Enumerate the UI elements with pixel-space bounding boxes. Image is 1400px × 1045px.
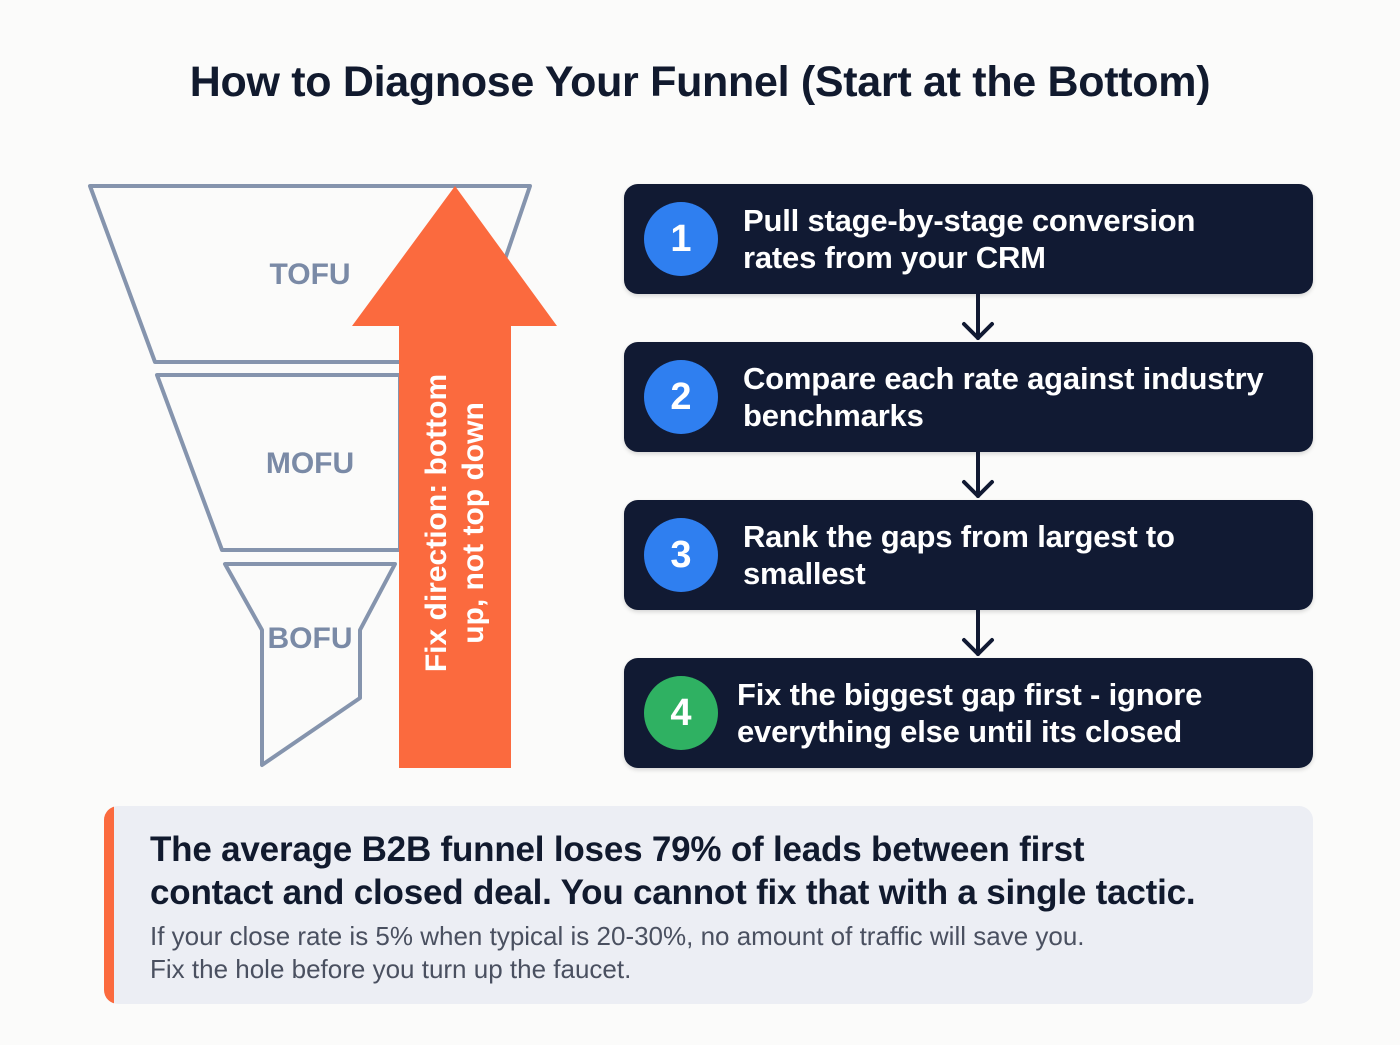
step-text: Compare each rate against industry bench… xyxy=(743,360,1293,434)
step-text-line: Fix the biggest gap first - ignore xyxy=(737,677,1203,712)
step-card-4: 4 Fix the biggest gap first - ignore eve… xyxy=(624,658,1313,768)
insight-callout: The average B2B funnel loses 79% of lead… xyxy=(104,806,1313,1004)
arrow-down-icon xyxy=(962,452,994,498)
fix-direction-label: Fix direction: bottom up, not top down xyxy=(418,374,492,672)
step-text-line: Pull stage-by-stage conversion xyxy=(743,203,1196,238)
arrow-up-icon xyxy=(352,186,557,768)
page-title: How to Diagnose Your Funnel (Start at th… xyxy=(189,58,1211,106)
step-text-line: everything else until its closed xyxy=(737,714,1182,749)
funnel-label-mofu: MOFU xyxy=(265,447,355,480)
fix-direction-line1: Fix direction: bottom xyxy=(420,373,453,673)
callout-headline: The average B2B funnel loses 79% of lead… xyxy=(150,828,1293,914)
funnel-stage-bofu-shape xyxy=(223,562,397,767)
step-card-3: 3 Rank the gaps from largest to smallest xyxy=(624,500,1313,610)
callout-subtext-line: Fix the hole before you turn up the fauc… xyxy=(150,954,632,984)
step-card-2: 2 Compare each rate against industry ben… xyxy=(624,342,1313,452)
step-text-line: Rank the gaps from largest to xyxy=(743,519,1175,554)
callout-headline-line: contact and closed deal. You cannot fix … xyxy=(150,873,1196,912)
fix-direction-line2: up, not top down xyxy=(457,402,490,644)
funnel-label-bofu: BOFU xyxy=(267,622,353,655)
arrow-down-icon xyxy=(962,610,994,656)
callout-accent-bar xyxy=(104,806,114,1004)
step-card-1: 1 Pull stage-by-stage conversion rates f… xyxy=(624,184,1313,294)
step-number-badge: 4 xyxy=(644,676,718,750)
arrow-down-icon xyxy=(962,294,994,340)
step-text-line: Compare each rate against industry xyxy=(743,361,1264,396)
step-number-badge: 1 xyxy=(644,202,718,276)
step-number-badge: 3 xyxy=(644,518,718,592)
funnel-label-tofu: TOFU xyxy=(269,258,351,291)
step-text: Rank the gaps from largest to smallest xyxy=(743,518,1293,592)
step-text-line: benchmarks xyxy=(743,398,924,433)
callout-subtext-line: If your close rate is 5% when typical is… xyxy=(150,921,1085,951)
step-text-line: smallest xyxy=(743,556,866,591)
step-text: Pull stage-by-stage conversion rates fro… xyxy=(743,202,1293,276)
callout-subtext: If your close rate is 5% when typical is… xyxy=(150,920,1293,986)
callout-headline-line: The average B2B funnel loses 79% of lead… xyxy=(150,830,1085,869)
funnel-diagram xyxy=(88,184,557,768)
step-text: Fix the biggest gap first - ignore every… xyxy=(737,676,1293,750)
step-number-badge: 2 xyxy=(644,360,718,434)
step-text-line: rates from your CRM xyxy=(743,240,1046,275)
